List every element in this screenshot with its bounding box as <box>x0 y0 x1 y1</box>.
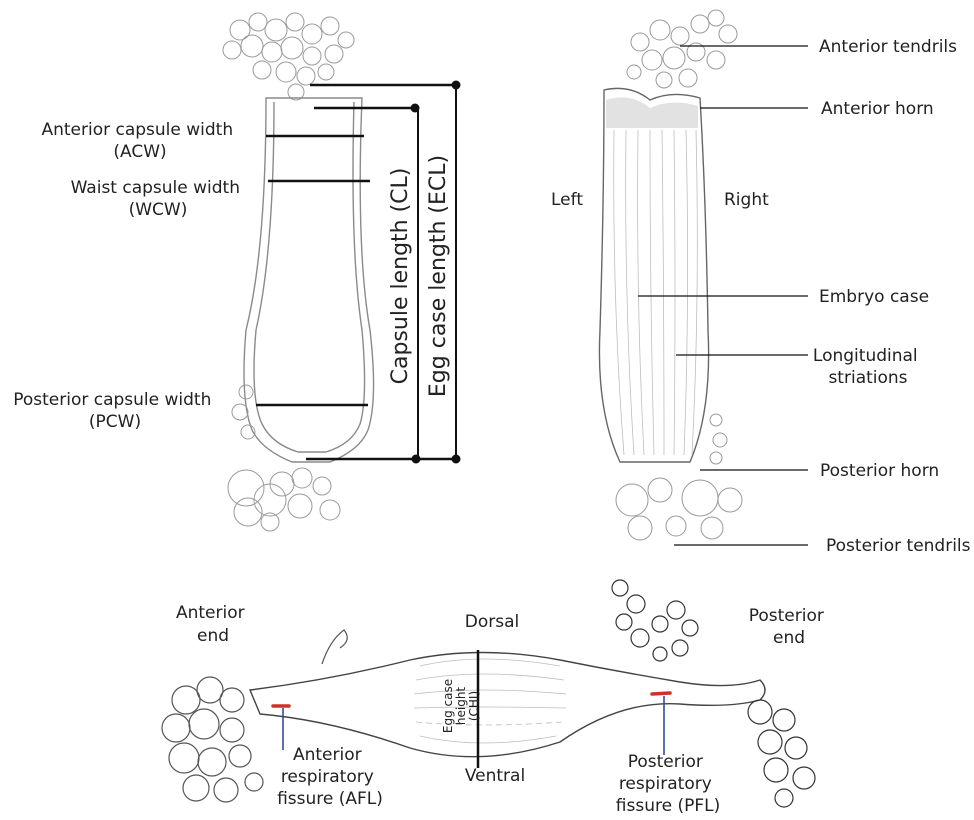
pfl-label: Posterior respiratory fissure (PFL) <box>616 752 720 816</box>
cl-top-dot <box>411 104 420 113</box>
lateral-capsule-outline <box>250 653 765 757</box>
acw-label: Anterior capsule width (ACW) <box>41 120 238 162</box>
cl-label: Capsule length (CL) <box>388 168 413 385</box>
ventral-anterior-tendrils <box>627 10 737 88</box>
anterior-end-label: Anterior end <box>176 603 250 646</box>
posterior-end-label: Posterior end <box>749 606 830 648</box>
posterior-horn-label: Posterior horn <box>820 461 939 481</box>
dorsal-capsule-outline <box>244 98 374 462</box>
ecl-label: Egg case length (ECL) <box>426 155 451 397</box>
lateral-striations <box>414 659 566 743</box>
embryo-case-label: Embryo case <box>819 287 929 307</box>
ventral-label: Ventral <box>465 766 525 786</box>
left-side-label: Left <box>551 190 583 210</box>
ventral-anterior-horn-shade <box>606 97 698 128</box>
posterior-tendrils-label: Posterior tendrils <box>826 536 971 556</box>
ventral-posterior-tendrils <box>616 414 742 540</box>
wcw-label: Waist capsule width (WCW) <box>71 178 246 220</box>
anterior-horn-label: Anterior horn <box>821 99 934 119</box>
anterior-tendrils-label: Anterior tendrils <box>819 37 957 57</box>
ventral-view: Left Right Anterior tendrils Anterior ho… <box>551 10 971 556</box>
svg-text:(CHI): (CHI) <box>467 691 481 721</box>
pfl-marker <box>652 693 670 694</box>
right-side-label: Right <box>724 190 769 210</box>
dorsal-label: Dorsal <box>465 612 519 632</box>
ventral-striations <box>614 130 698 455</box>
chi-label: Egg case height (CHI) <box>441 679 481 733</box>
cl-bottom-dot <box>412 455 421 464</box>
svg-text:Egg case: Egg case <box>441 679 455 733</box>
ecl-bottom-dot <box>452 455 461 464</box>
svg-text:height: height <box>454 687 468 726</box>
ventral-capsule-outline <box>599 88 708 462</box>
dorsal-anterior-tendrils <box>223 13 354 100</box>
dorsal-view: Anterior capsule width (ACW) Waist capsu… <box>13 13 460 531</box>
pcw-label: Posterior capsule width (PCW) <box>13 390 217 432</box>
longitudinal-striations-label: Longitudinal striations <box>813 346 923 388</box>
afl-label: Anterior respiratory fissure (AFL) <box>277 745 383 809</box>
ecl-top-dot <box>452 81 461 90</box>
lateral-view: Anterior end Posterior end Dorsal Ventra… <box>162 580 829 816</box>
